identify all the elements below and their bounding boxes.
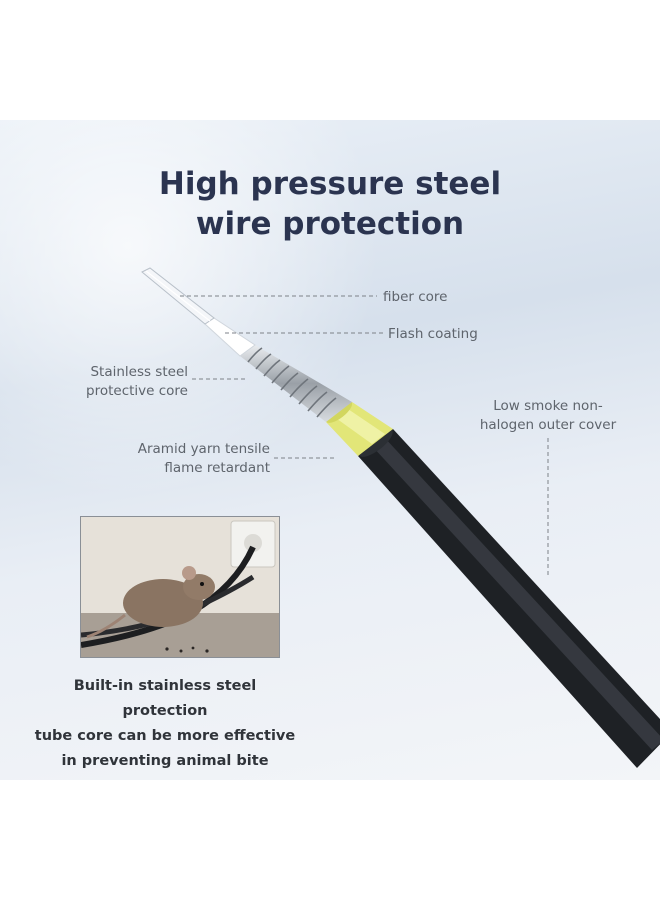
fiber-core — [141, 267, 215, 325]
caption-line-2: tube core can be more effective — [34, 728, 296, 744]
animal-bite-caption: Built-in stainless steel protection tube… — [30, 674, 300, 774]
label-aramid-yarn: Aramid yarn tensile flame retardant — [118, 440, 270, 478]
product-panel: High pressure steel wire protection — [0, 120, 660, 780]
title-line-1: High pressure steel — [158, 166, 502, 202]
label-aramid-line-1: Aramid yarn tensile — [137, 441, 270, 457]
label-stainless-line-1: Stainless steel — [90, 364, 188, 380]
caption-line-3: in preventing animal bite — [61, 753, 269, 769]
cable-diagram — [141, 267, 660, 768]
label-outer-line-2: halogen outer cover — [479, 417, 617, 433]
label-stainless-line-2: protective core — [86, 383, 188, 399]
leader-lines — [180, 295, 549, 578]
label-outer-cover: Low smoke non- halogen outer cover — [466, 397, 630, 435]
page-title: High pressure steel wire protection — [0, 164, 660, 244]
label-fiber-core: fiber core — [383, 289, 448, 305]
label-aramid-line-2: flame retardant — [164, 460, 270, 476]
mouse-biting-cable-photo — [80, 516, 280, 658]
title-line-2: wire protection — [195, 206, 465, 242]
caption-line-1: Built-in stainless steel protection — [73, 678, 257, 719]
label-flash-coating: Flash coating — [388, 326, 478, 342]
flash-coating — [204, 317, 256, 357]
label-outer-line-1: Low smoke non- — [493, 398, 603, 414]
outer-cover — [358, 428, 660, 768]
stainless-steel-core — [240, 345, 352, 422]
label-stainless-steel: Stainless steel protective core — [78, 363, 188, 401]
